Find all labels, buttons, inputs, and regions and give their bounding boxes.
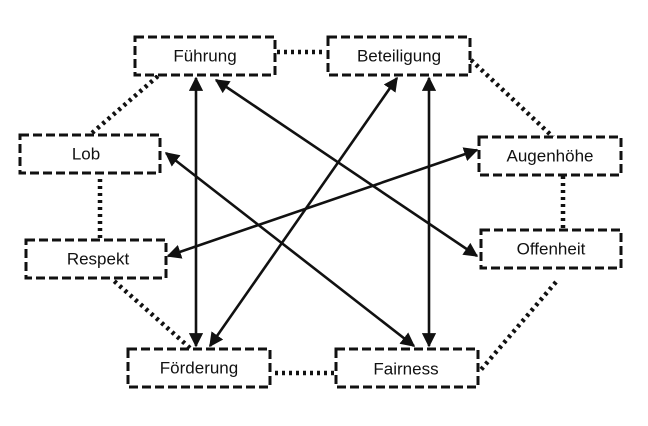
dotted-link-foerderung-respekt bbox=[111, 278, 192, 350]
node-label-beteiligung: Beteiligung bbox=[357, 47, 441, 66]
arrow-fuehrung-offenheit bbox=[214, 78, 479, 258]
node-fairness: Fairness bbox=[334, 347, 480, 389]
node-respekt: Respekt bbox=[24, 238, 168, 280]
node-foerderung: Förderung bbox=[126, 347, 272, 389]
node-fuehrung: Führung bbox=[133, 35, 277, 77]
arrow-link-layer bbox=[164, 76, 479, 348]
node-label-respekt: Respekt bbox=[67, 250, 130, 269]
node-beteiligung: Beteiligung bbox=[326, 35, 472, 77]
node-label-fuehrung: Führung bbox=[173, 47, 236, 66]
arrow-respekt-augenhoehe bbox=[166, 147, 479, 259]
arrow-lob-fairness bbox=[164, 151, 416, 348]
node-label-offenheit: Offenheit bbox=[517, 240, 586, 259]
dotted-link-beteiligung-augenhoehe bbox=[469, 58, 555, 139]
node-label-foerderung: Förderung bbox=[160, 359, 238, 378]
node-lob: Lob bbox=[18, 133, 162, 175]
node-augenhoehe: Augenhöhe bbox=[477, 135, 623, 177]
node-label-fairness: Fairness bbox=[373, 360, 438, 379]
dotted-link-offenheit-fairness bbox=[477, 280, 558, 374]
dotted-link-lob-fuehrung bbox=[90, 74, 160, 135]
node-offenheit: Offenheit bbox=[479, 228, 623, 270]
dotted-link-layer bbox=[90, 49, 566, 376]
arrow-beteiligung-foerderung bbox=[208, 76, 399, 348]
node-label-augenhoehe: Augenhöhe bbox=[507, 147, 594, 166]
node-label-lob: Lob bbox=[72, 145, 100, 164]
